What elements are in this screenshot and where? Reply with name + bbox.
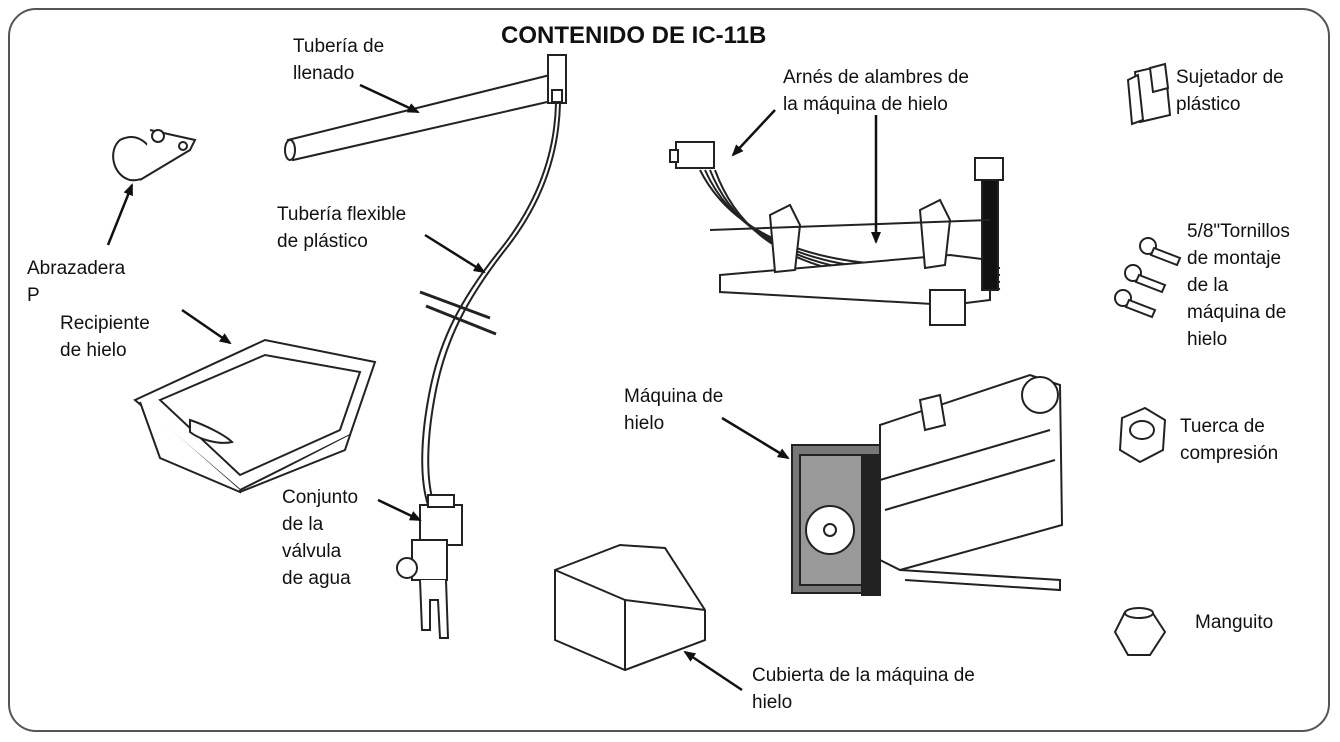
compression-nut-illustration: [1118, 406, 1167, 464]
label-line: hielo: [1187, 329, 1228, 350]
label-line: hielo: [624, 413, 665, 434]
label-cover: Cubierta de la máquina de hielo: [752, 662, 975, 716]
label-line: Arnés de alambres de: [783, 67, 969, 88]
label-line: Tubería de: [293, 36, 385, 57]
arrow-ice-maker: [721, 416, 790, 460]
label-p-clamp: Abrazadera P: [27, 255, 125, 309]
label-line: de la: [282, 514, 324, 535]
arrow-cover: [683, 650, 743, 692]
diagram-frame: [8, 8, 1330, 732]
label-line: plástico: [1176, 94, 1241, 115]
label-line: de plástico: [277, 231, 368, 252]
ice-maker-cover-illustration: [554, 543, 706, 672]
ferrule-illustration: [1113, 607, 1167, 656]
callout-arrows: [106, 83, 881, 692]
page-title: CONTENIDO DE IC-11B: [501, 22, 767, 49]
plastic-clip-illustration: [1126, 62, 1172, 126]
label-flex-tube: Tubería flexible de plástico: [277, 201, 406, 255]
arrow-flex-tube: [424, 233, 486, 274]
label-fill-tube: Tubería de llenado: [293, 33, 384, 87]
label-line: llenado: [293, 63, 355, 84]
p-clamp-illustration: [112, 129, 197, 182]
label-line: de agua: [282, 568, 351, 589]
label-ice-maker: Máquina de hielo: [624, 383, 723, 437]
label-line: Cubierta de la máquina de: [752, 665, 975, 686]
label-plastic-clip: Sujetador de plástico: [1176, 64, 1284, 118]
label-line: de hielo: [60, 340, 127, 361]
label-line: de montaje: [1187, 248, 1282, 269]
ice-maker-illustration: [791, 373, 1064, 596]
fill-tube-illustration: [284, 54, 567, 162]
label-line: válvula: [282, 541, 342, 562]
label-line: de la: [1187, 275, 1229, 296]
label-line: Recipiente: [60, 313, 150, 334]
arrow-fill-tube: [359, 83, 420, 114]
label-ice-bin: Recipiente de hielo: [60, 310, 150, 364]
label-line: P: [27, 285, 40, 306]
arrow-harness-connector: [731, 109, 776, 157]
label-line: Conjunto: [282, 487, 359, 508]
label-valve: Conjunto de la válvula de agua: [282, 484, 358, 592]
label-screws: 5/8"Tornillos de montaje de la máquina d…: [1187, 218, 1290, 353]
label-line: la máquina de hielo: [783, 94, 948, 115]
ice-bin-illustration: [133, 338, 377, 494]
flexible-tubing-illustration: [419, 102, 561, 506]
label-line: 5/8"Tornillos: [1187, 221, 1290, 242]
label-harness: Arnés de alambres de la máquina de hielo: [783, 64, 969, 118]
mounting-screws-illustration: [1114, 237, 1182, 319]
arrow-valve: [377, 498, 422, 522]
label-line: Abrazadera: [27, 258, 126, 279]
label-line: Tuerca de: [1180, 416, 1265, 437]
label-line: Sujetador de: [1176, 67, 1284, 88]
arrow-ice-bin: [181, 308, 232, 345]
label-line: Máquina de: [624, 386, 724, 407]
label-line: máquina de: [1187, 302, 1287, 323]
label-ferrule: Manguito: [1195, 612, 1274, 633]
arrow-p-clamp: [106, 183, 134, 246]
label-line: compresión: [1180, 443, 1279, 464]
wiring-harness-illustration: [669, 141, 1004, 326]
label-line: Tubería flexible: [277, 204, 407, 225]
water-valve-illustration: [396, 494, 463, 639]
label-compression-nut: Tuerca de compresión: [1180, 413, 1278, 467]
label-line: hielo: [752, 692, 793, 713]
